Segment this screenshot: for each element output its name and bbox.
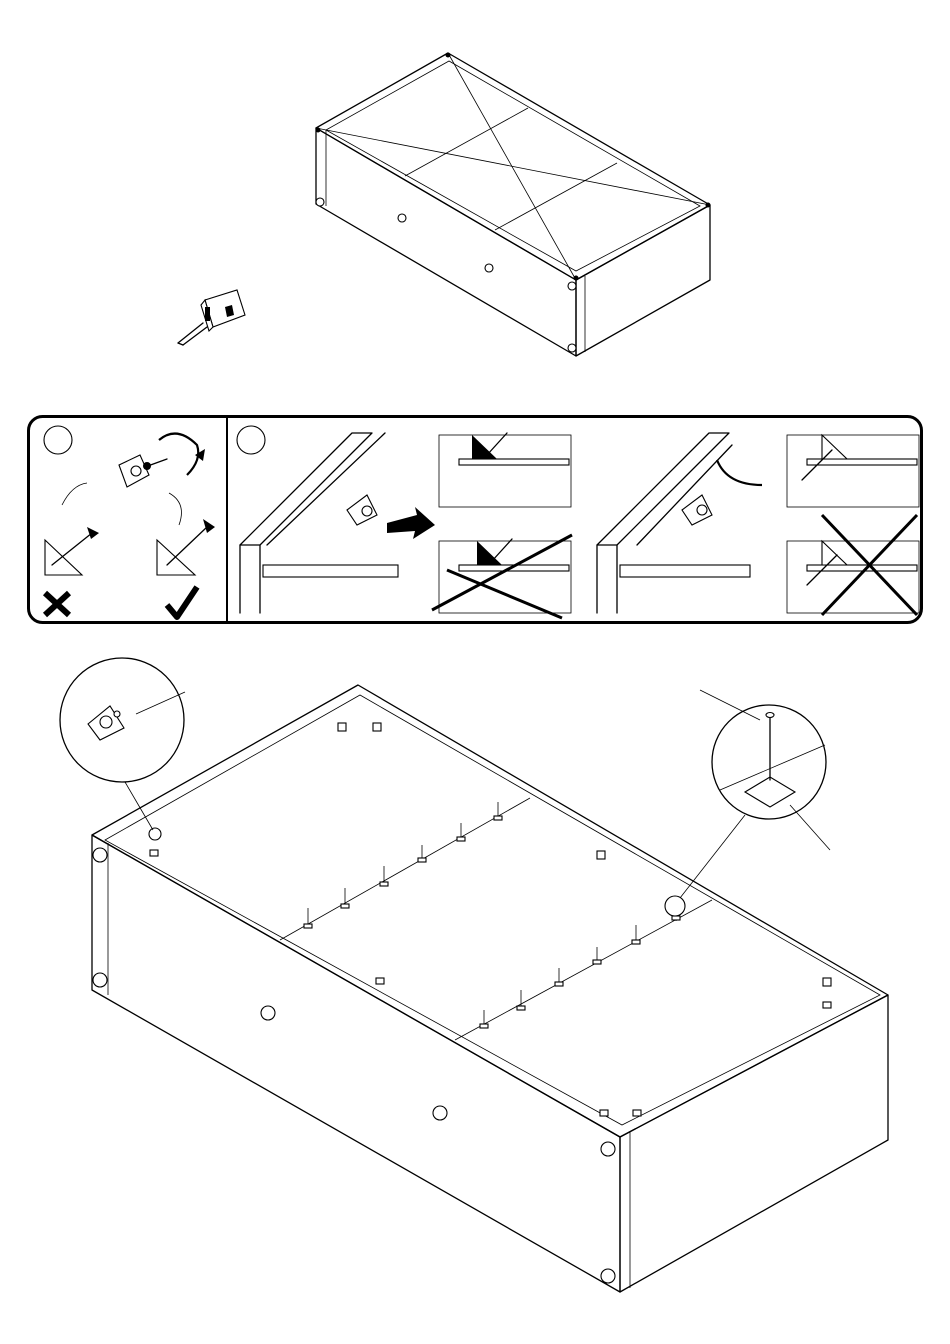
nail-row-right	[480, 904, 680, 1028]
step-circle	[237, 426, 265, 454]
back-panel-installation	[0, 640, 950, 1344]
detail-magnifier-left	[60, 658, 184, 782]
wrong-mark-icon	[45, 593, 69, 615]
cabinet-front-face	[92, 835, 620, 1292]
cabinet-side-face	[576, 205, 710, 356]
correct-mark-icon	[167, 587, 197, 617]
cabinet-side-face	[620, 995, 888, 1292]
bracket-instructions-panel	[27, 415, 923, 625]
step-circle	[44, 426, 72, 454]
cabinet-front-face	[316, 128, 576, 356]
diagonal-check-illustration	[0, 0, 950, 390]
tape-measure-icon	[175, 285, 250, 350]
